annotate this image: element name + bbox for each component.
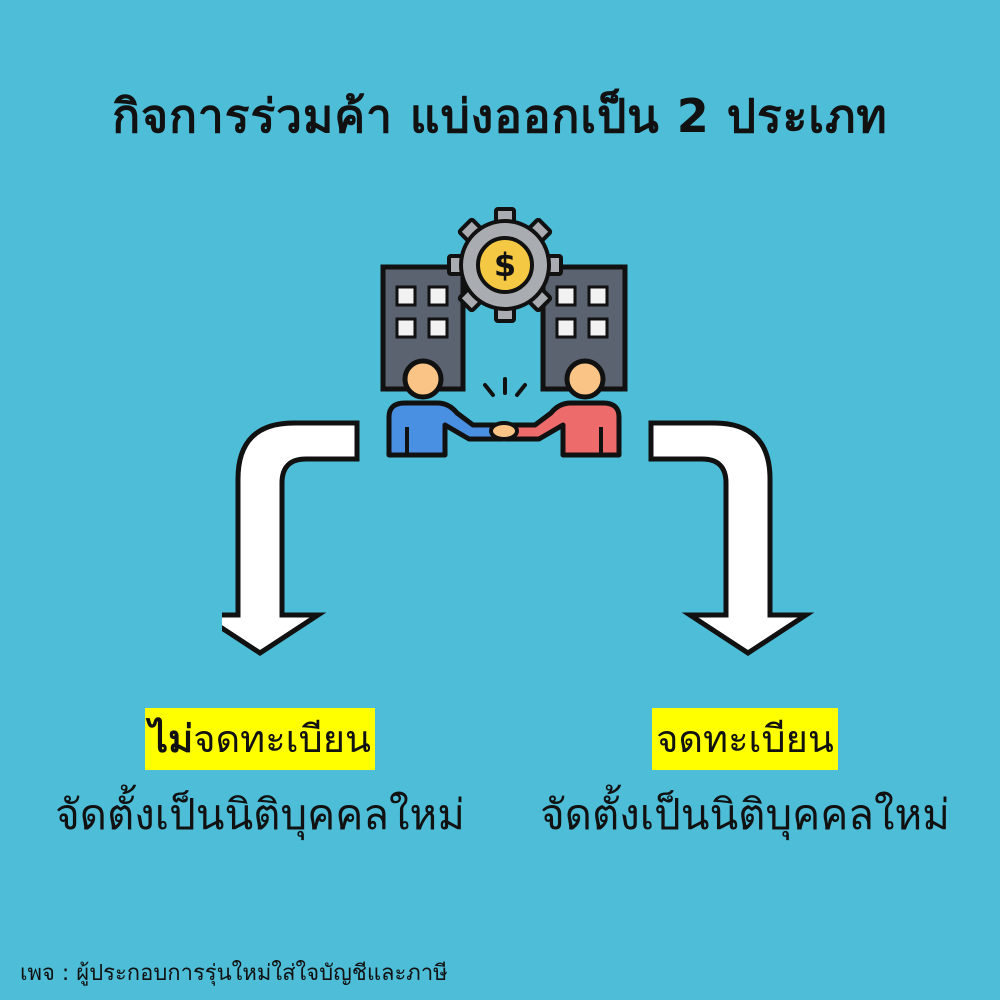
registered-label: จดทะเบียน — [652, 708, 838, 770]
handshake-icon — [489, 421, 519, 441]
unregistered-type: ไม่จดทะเบียน จัดตั้งเป็นนิติบุคคลใหม่ — [40, 708, 480, 848]
registered-description: จัดตั้งเป็นนิติบุคคลใหม่ — [540, 790, 950, 839]
spark-lines-icon — [483, 377, 527, 397]
page-credit-footer: เพจ : ผู้ประกอบการรุ่นใหม่ใส่ใจบัญชีและภ… — [20, 961, 448, 986]
unregistered-label-rest: จดทะเบียน — [193, 717, 371, 761]
gear-icon: $ — [447, 207, 563, 323]
unregistered-label: ไม่จดทะเบียน — [145, 708, 375, 770]
svg-text:$: $ — [494, 246, 516, 284]
unregistered-description: จัดตั้งเป็นนิติบุคคลใหม่ — [55, 790, 465, 839]
registered-type: จดทะเบียน จัดตั้งเป็นนิติบุคคลใหม่ — [520, 708, 970, 848]
page-title: กิจการร่วมค้า แบ่งออกเป็น 2 ประเภท — [112, 89, 888, 143]
joint-venture-handshake-icon: $ — [380, 207, 628, 458]
arrow-down-right-icon — [648, 420, 815, 656]
dollar-coin-icon: $ — [476, 236, 534, 294]
left-building-icon — [380, 264, 466, 392]
arrow-down-left-icon — [222, 420, 360, 656]
unregistered-label-highlight: ไม่ — [149, 717, 194, 761]
